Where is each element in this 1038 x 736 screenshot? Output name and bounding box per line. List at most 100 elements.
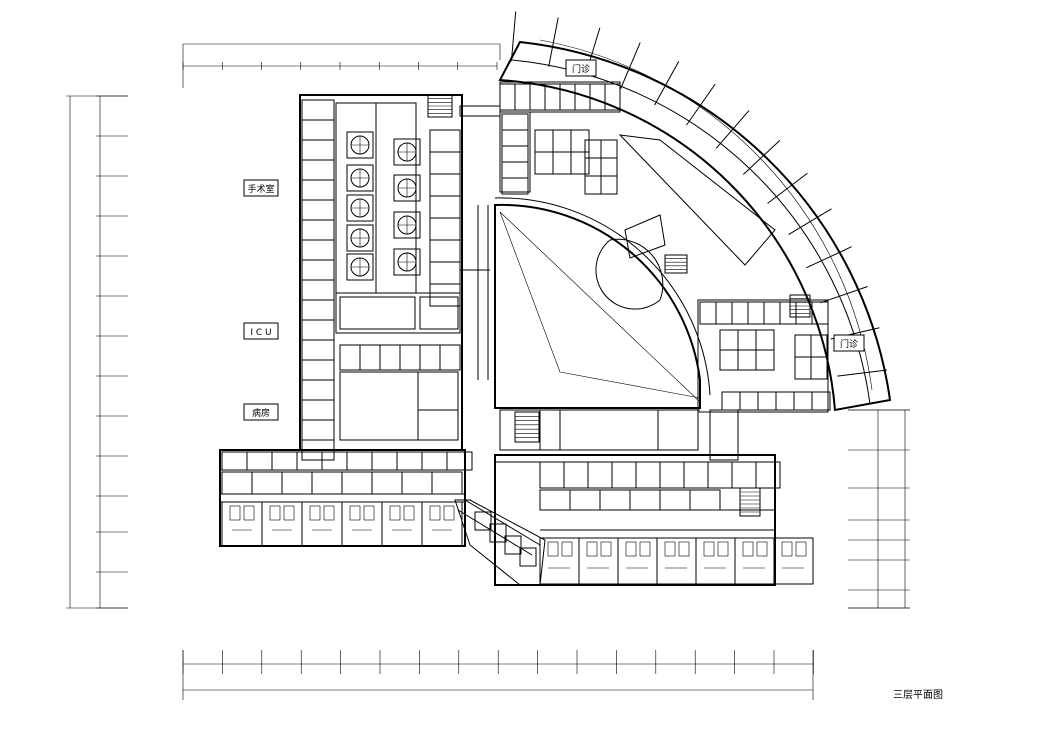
arc-wall bbox=[837, 369, 888, 377]
bed-icon bbox=[703, 541, 715, 557]
room bbox=[504, 535, 522, 555]
room bbox=[604, 83, 621, 111]
ward-room bbox=[341, 501, 383, 547]
room bbox=[251, 471, 283, 495]
right-dimension-chain bbox=[848, 409, 910, 609]
icu-zone-label-box bbox=[243, 322, 279, 340]
room bbox=[534, 151, 554, 175]
ward-zone-label-box bbox=[243, 403, 279, 421]
room bbox=[570, 129, 590, 153]
room bbox=[635, 461, 661, 489]
room bbox=[707, 461, 733, 489]
room bbox=[311, 471, 343, 495]
bed-icon bbox=[243, 505, 255, 521]
room bbox=[584, 175, 602, 195]
room bbox=[301, 399, 335, 421]
room bbox=[793, 391, 813, 411]
room bbox=[281, 471, 313, 495]
room bbox=[431, 471, 463, 495]
room bbox=[552, 151, 572, 175]
room bbox=[341, 471, 373, 495]
ward-room bbox=[734, 537, 775, 585]
bed-icon bbox=[756, 541, 768, 557]
room bbox=[429, 173, 461, 197]
room bbox=[659, 489, 691, 511]
room bbox=[439, 344, 461, 371]
room bbox=[301, 379, 335, 401]
stair bbox=[514, 411, 540, 443]
room bbox=[379, 344, 401, 371]
surgery-zone-label-box bbox=[243, 179, 279, 197]
or-room bbox=[346, 253, 374, 281]
room bbox=[599, 489, 631, 511]
arc-wall bbox=[620, 42, 641, 89]
room bbox=[584, 139, 602, 159]
room bbox=[559, 83, 576, 111]
bed-icon bbox=[229, 505, 241, 521]
or-room bbox=[393, 248, 421, 276]
outpatient-top-label-box bbox=[565, 59, 597, 77]
ward-room bbox=[539, 537, 580, 585]
bed-icon bbox=[389, 505, 401, 521]
left-dimension-chain bbox=[66, 95, 128, 609]
room bbox=[763, 301, 781, 325]
room bbox=[301, 299, 335, 321]
or-room bbox=[346, 224, 374, 252]
room bbox=[301, 259, 335, 281]
ward-room bbox=[381, 501, 423, 547]
room bbox=[794, 356, 812, 380]
or-room bbox=[393, 211, 421, 239]
room bbox=[587, 461, 613, 489]
ward-room bbox=[617, 537, 658, 585]
room bbox=[721, 391, 741, 411]
room bbox=[811, 301, 829, 325]
stair bbox=[664, 254, 688, 274]
room bbox=[529, 83, 546, 111]
bed-icon bbox=[781, 541, 793, 557]
room bbox=[429, 261, 461, 285]
room bbox=[539, 489, 571, 511]
room bbox=[659, 461, 685, 489]
bed-icon bbox=[625, 541, 637, 557]
arc-wall bbox=[548, 17, 559, 67]
room bbox=[534, 129, 554, 153]
room bbox=[731, 461, 757, 489]
bed-icon bbox=[443, 505, 455, 521]
room bbox=[600, 139, 618, 159]
arc-wall bbox=[742, 140, 781, 175]
bed-icon bbox=[309, 505, 321, 521]
room bbox=[629, 489, 661, 511]
arc-wall bbox=[767, 172, 808, 204]
room bbox=[563, 461, 589, 489]
ward-zone-label: 病房 bbox=[252, 407, 270, 419]
room bbox=[589, 83, 606, 111]
room bbox=[499, 83, 516, 111]
room bbox=[514, 83, 531, 111]
or-room bbox=[346, 131, 374, 159]
bed-icon bbox=[429, 505, 441, 521]
room bbox=[474, 511, 492, 531]
room bbox=[539, 461, 565, 489]
room bbox=[600, 157, 618, 177]
bed-icon bbox=[678, 541, 690, 557]
room bbox=[296, 451, 323, 471]
room bbox=[757, 391, 777, 411]
room bbox=[737, 349, 757, 371]
or-room bbox=[346, 194, 374, 222]
bed-icon bbox=[561, 541, 573, 557]
room bbox=[339, 344, 361, 371]
bed-icon bbox=[742, 541, 754, 557]
bed-icon bbox=[717, 541, 729, 557]
bed-icon bbox=[547, 541, 559, 557]
bed-icon bbox=[795, 541, 807, 557]
icu-zone-label: I C U bbox=[250, 328, 271, 338]
bed-icon bbox=[283, 505, 295, 521]
courtyard bbox=[494, 197, 711, 451]
room bbox=[794, 334, 812, 358]
room bbox=[584, 157, 602, 177]
ward-room bbox=[421, 501, 463, 547]
top-dimension-chain bbox=[182, 43, 501, 88]
bed-icon bbox=[269, 505, 281, 521]
room bbox=[779, 301, 797, 325]
room bbox=[446, 451, 473, 471]
